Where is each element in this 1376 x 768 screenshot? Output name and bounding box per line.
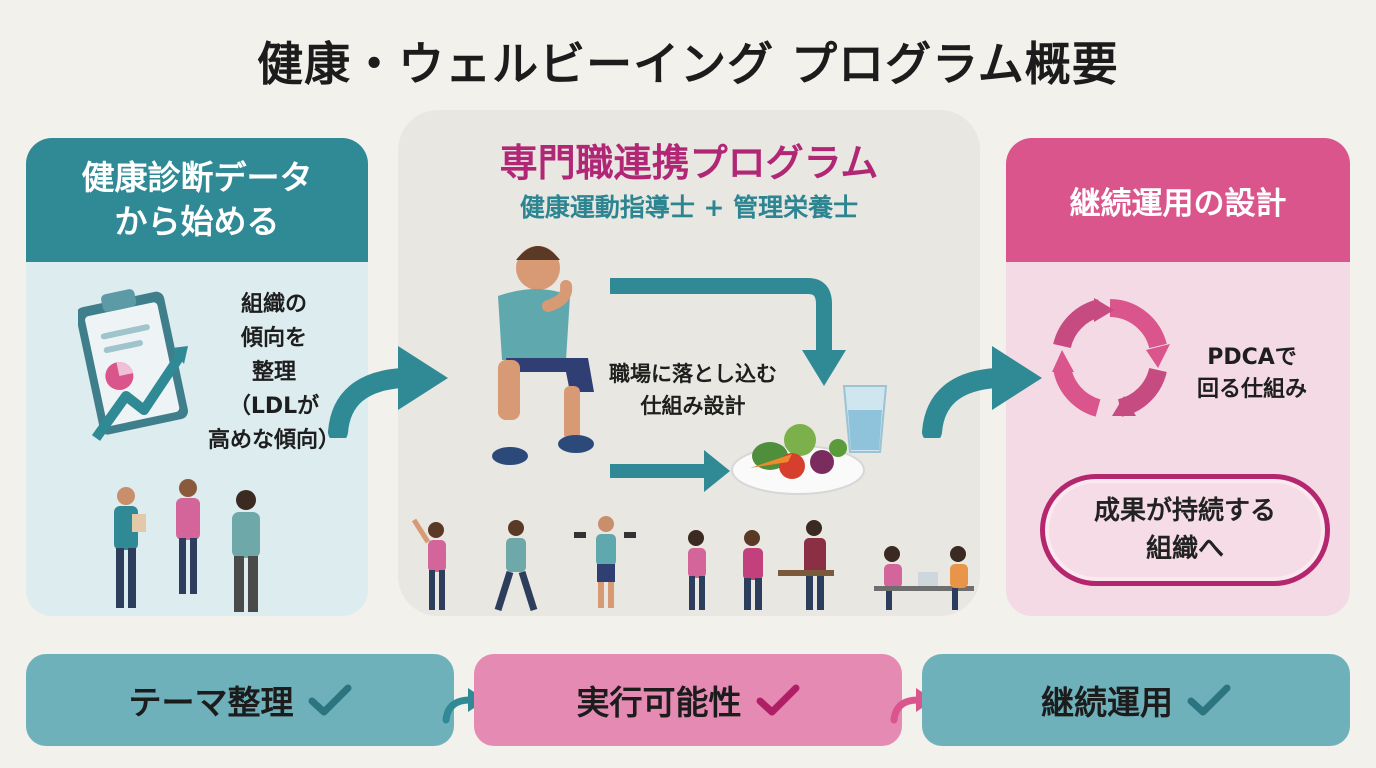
pdca-line: PDCAで (1207, 345, 1297, 370)
team-discussion-illustration (114, 479, 260, 612)
health-data-panel: 健康診断データ から始める 組織の 傾向を 整理 （LDLが 高めな傾向） (26, 138, 368, 616)
result-line: 組織へ (1145, 534, 1224, 564)
program-description-line: 仕組み設計 (640, 394, 746, 418)
step-theme-organize: テーマ整理 (26, 654, 454, 746)
program-description-line: 職場に落とし込む (609, 362, 777, 386)
health-data-line: 傾向を (240, 326, 307, 351)
program-illustration (411, 246, 974, 612)
check-icon (1187, 684, 1231, 716)
person-icon (494, 520, 538, 612)
pdca-description: PDCAで 回る仕組み (1172, 342, 1332, 406)
program-subtitle: 健康運動指導士 + 管理栄養士 (519, 193, 859, 222)
continuous-operation-panel: 継続運用の設計 PDCAで 回る仕組み 成果が持続する 組織へ (1006, 138, 1350, 616)
activity-people-illustration (411, 516, 974, 612)
person-icon (176, 479, 200, 594)
pdca-line: 回る仕組み (1196, 377, 1307, 402)
check-icon (756, 684, 799, 716)
health-data-description: 組織の 傾向を 整理 （LDLが 高めな傾向） (194, 288, 354, 458)
professional-program-panel: 専門職連携プログラム 健康運動指導士 + 管理栄養士 (398, 110, 980, 616)
clipboard-chart-icon (78, 289, 188, 441)
health-data-heading-line2: から始める (114, 202, 280, 241)
pdca-cycle-icon (1052, 298, 1170, 417)
person-icon (743, 530, 763, 610)
flow-arrow-icon (328, 346, 448, 438)
health-data-line: 高めな傾向） (207, 428, 340, 453)
step-label: テーマ整理 (128, 683, 294, 722)
health-data-line: 整理 (251, 360, 296, 385)
health-data-heading: 健康診断データ から始める (26, 138, 368, 262)
flow-arrow-icon (922, 346, 1042, 438)
step-label: 継続運用 (1041, 683, 1173, 722)
check-icon (308, 684, 351, 716)
person-icon (232, 490, 260, 612)
health-data-heading-line1: 健康診断データ (81, 158, 313, 197)
person-icon (574, 516, 636, 608)
health-data-line: （LDLが (228, 394, 320, 419)
step-continuous-operation: 継続運用 (922, 654, 1350, 746)
program-description: 職場に落とし込む 仕組み設計 (578, 358, 808, 422)
page-title: 健康・ウェルビーイング プログラム概要 (257, 37, 1119, 91)
program-title: 専門職連携プログラム (499, 141, 879, 185)
person-icon (114, 487, 146, 608)
step-label: 実行可能性 (576, 683, 742, 722)
continuous-operation-heading: 継続運用の設計 (1006, 138, 1350, 262)
person-icon (950, 546, 968, 610)
person-icon (688, 530, 706, 610)
exercising-person-icon (492, 246, 594, 465)
flow-arrow-icon (610, 278, 832, 356)
result-line: 成果が持続する (1093, 496, 1276, 526)
water-glass-icon (842, 385, 888, 453)
vegetables-plate-icon (731, 424, 865, 495)
health-data-line: 組織の (240, 292, 307, 317)
person-icon (804, 520, 826, 610)
result-badge: 成果が持続する 組織へ (1040, 474, 1330, 586)
person-icon (411, 518, 446, 610)
step-feasibility: 実行可能性 (474, 654, 902, 746)
person-icon (884, 546, 902, 610)
